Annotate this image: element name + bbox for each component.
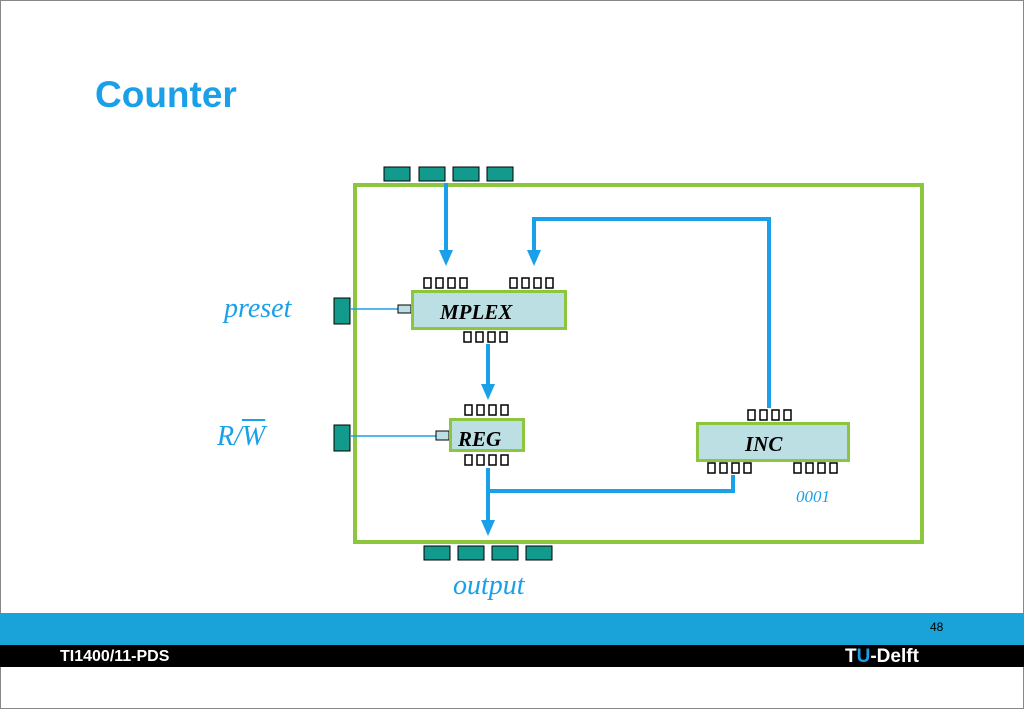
bus-inc-to-mplex	[532, 217, 771, 408]
data-buses	[444, 183, 771, 522]
output-pin	[423, 545, 451, 561]
input-pin	[418, 166, 446, 182]
input-pin	[452, 166, 480, 182]
input-pin	[383, 166, 411, 182]
input-pin	[486, 166, 514, 182]
mplex-block: MPLEX	[411, 290, 567, 330]
write-label: W	[241, 421, 266, 452]
page-title: Counter	[95, 74, 237, 115]
output-pin	[491, 545, 519, 561]
footer-band	[0, 613, 1024, 645]
reg-in-pins	[464, 404, 509, 416]
output-pin	[457, 545, 485, 561]
input-pins	[383, 166, 514, 182]
inc-label: INC	[745, 432, 783, 456]
output-label: output	[453, 570, 525, 601]
bus-reg-to-inc	[488, 475, 735, 493]
inc-in-a-pins	[707, 462, 752, 474]
mplex-label: MPLEX	[440, 300, 513, 324]
reg-label: REG	[458, 427, 502, 451]
reg-out-pins	[464, 454, 509, 466]
inc-out-pins	[747, 409, 792, 421]
read-label: R/	[217, 421, 242, 452]
footer-bar	[0, 645, 1024, 667]
preset-label: preset	[224, 293, 292, 324]
reg-control-port	[435, 430, 450, 441]
mplex-control-port	[397, 304, 412, 314]
course-code: TI1400/11-PDS	[60, 648, 170, 665]
output-pins	[423, 545, 553, 561]
mplex-out-pins	[463, 331, 508, 343]
bus-arrowheads	[439, 250, 541, 536]
output-pin	[525, 545, 553, 561]
rw-pin	[333, 424, 351, 452]
inc-block: INC	[696, 422, 850, 462]
increment-constant: 0001	[796, 487, 830, 506]
system-boundary	[353, 183, 924, 544]
mplex-in-a-pins	[423, 277, 468, 289]
inc-in-b-pins	[793, 462, 838, 474]
preset-pin	[333, 297, 351, 325]
reg-block: REG	[449, 418, 525, 452]
mplex-in-b-pins	[509, 277, 554, 289]
page-number: 48	[930, 620, 944, 634]
read-write-label: R/W	[217, 421, 265, 453]
tu-delft-logo: TU-Delft	[845, 646, 919, 667]
